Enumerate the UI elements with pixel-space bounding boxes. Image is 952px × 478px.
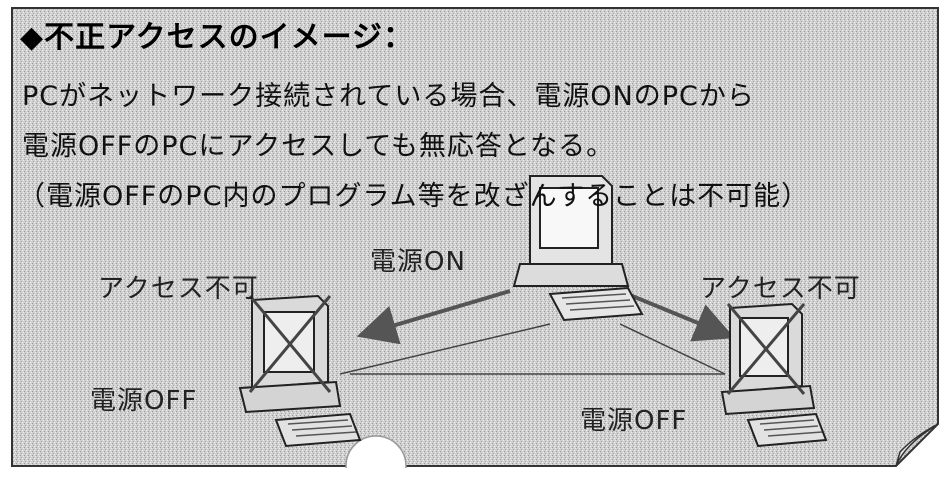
cross-mark-left-b xyxy=(248,295,332,393)
access-arrow-right xyxy=(619,289,735,342)
bottom-marker-circle xyxy=(345,435,407,468)
diagram-canvas xyxy=(11,7,939,468)
description-line-3: （電源OFFのPC内のプログラム等を改ざんすることは不可能） xyxy=(18,181,810,212)
label-access-denied-left: アクセス不可 xyxy=(98,274,259,304)
label-access-denied-right: アクセス不可 xyxy=(700,274,861,304)
network-line-left xyxy=(339,323,551,375)
description-line-2: 電源OFFのPCにアクセスしても無応答となる。 xyxy=(22,131,615,162)
pc-power-off-right xyxy=(720,302,828,448)
access-arrow-left xyxy=(356,289,511,345)
label-power-off-right: 電源OFF xyxy=(580,406,688,436)
pc-power-on xyxy=(512,175,644,322)
diagram-title: ◆不正アクセスのイメージ： xyxy=(20,20,414,55)
label-power-on: 電源ON xyxy=(370,247,466,277)
page-curl xyxy=(895,423,939,467)
pc-power-off-left xyxy=(238,294,362,448)
description-line-1: PCがネットワーク接続されている場合、電源ONのPCから xyxy=(22,81,755,112)
cross-mark-right-b xyxy=(726,303,806,395)
panel-shape xyxy=(11,7,939,467)
network-line-right xyxy=(619,323,726,375)
label-power-off-left: 電源OFF xyxy=(90,386,198,416)
diagram-panel: ◆不正アクセスのイメージ： PCがネットワーク接続されている場合、電源ONのPC… xyxy=(10,6,940,468)
